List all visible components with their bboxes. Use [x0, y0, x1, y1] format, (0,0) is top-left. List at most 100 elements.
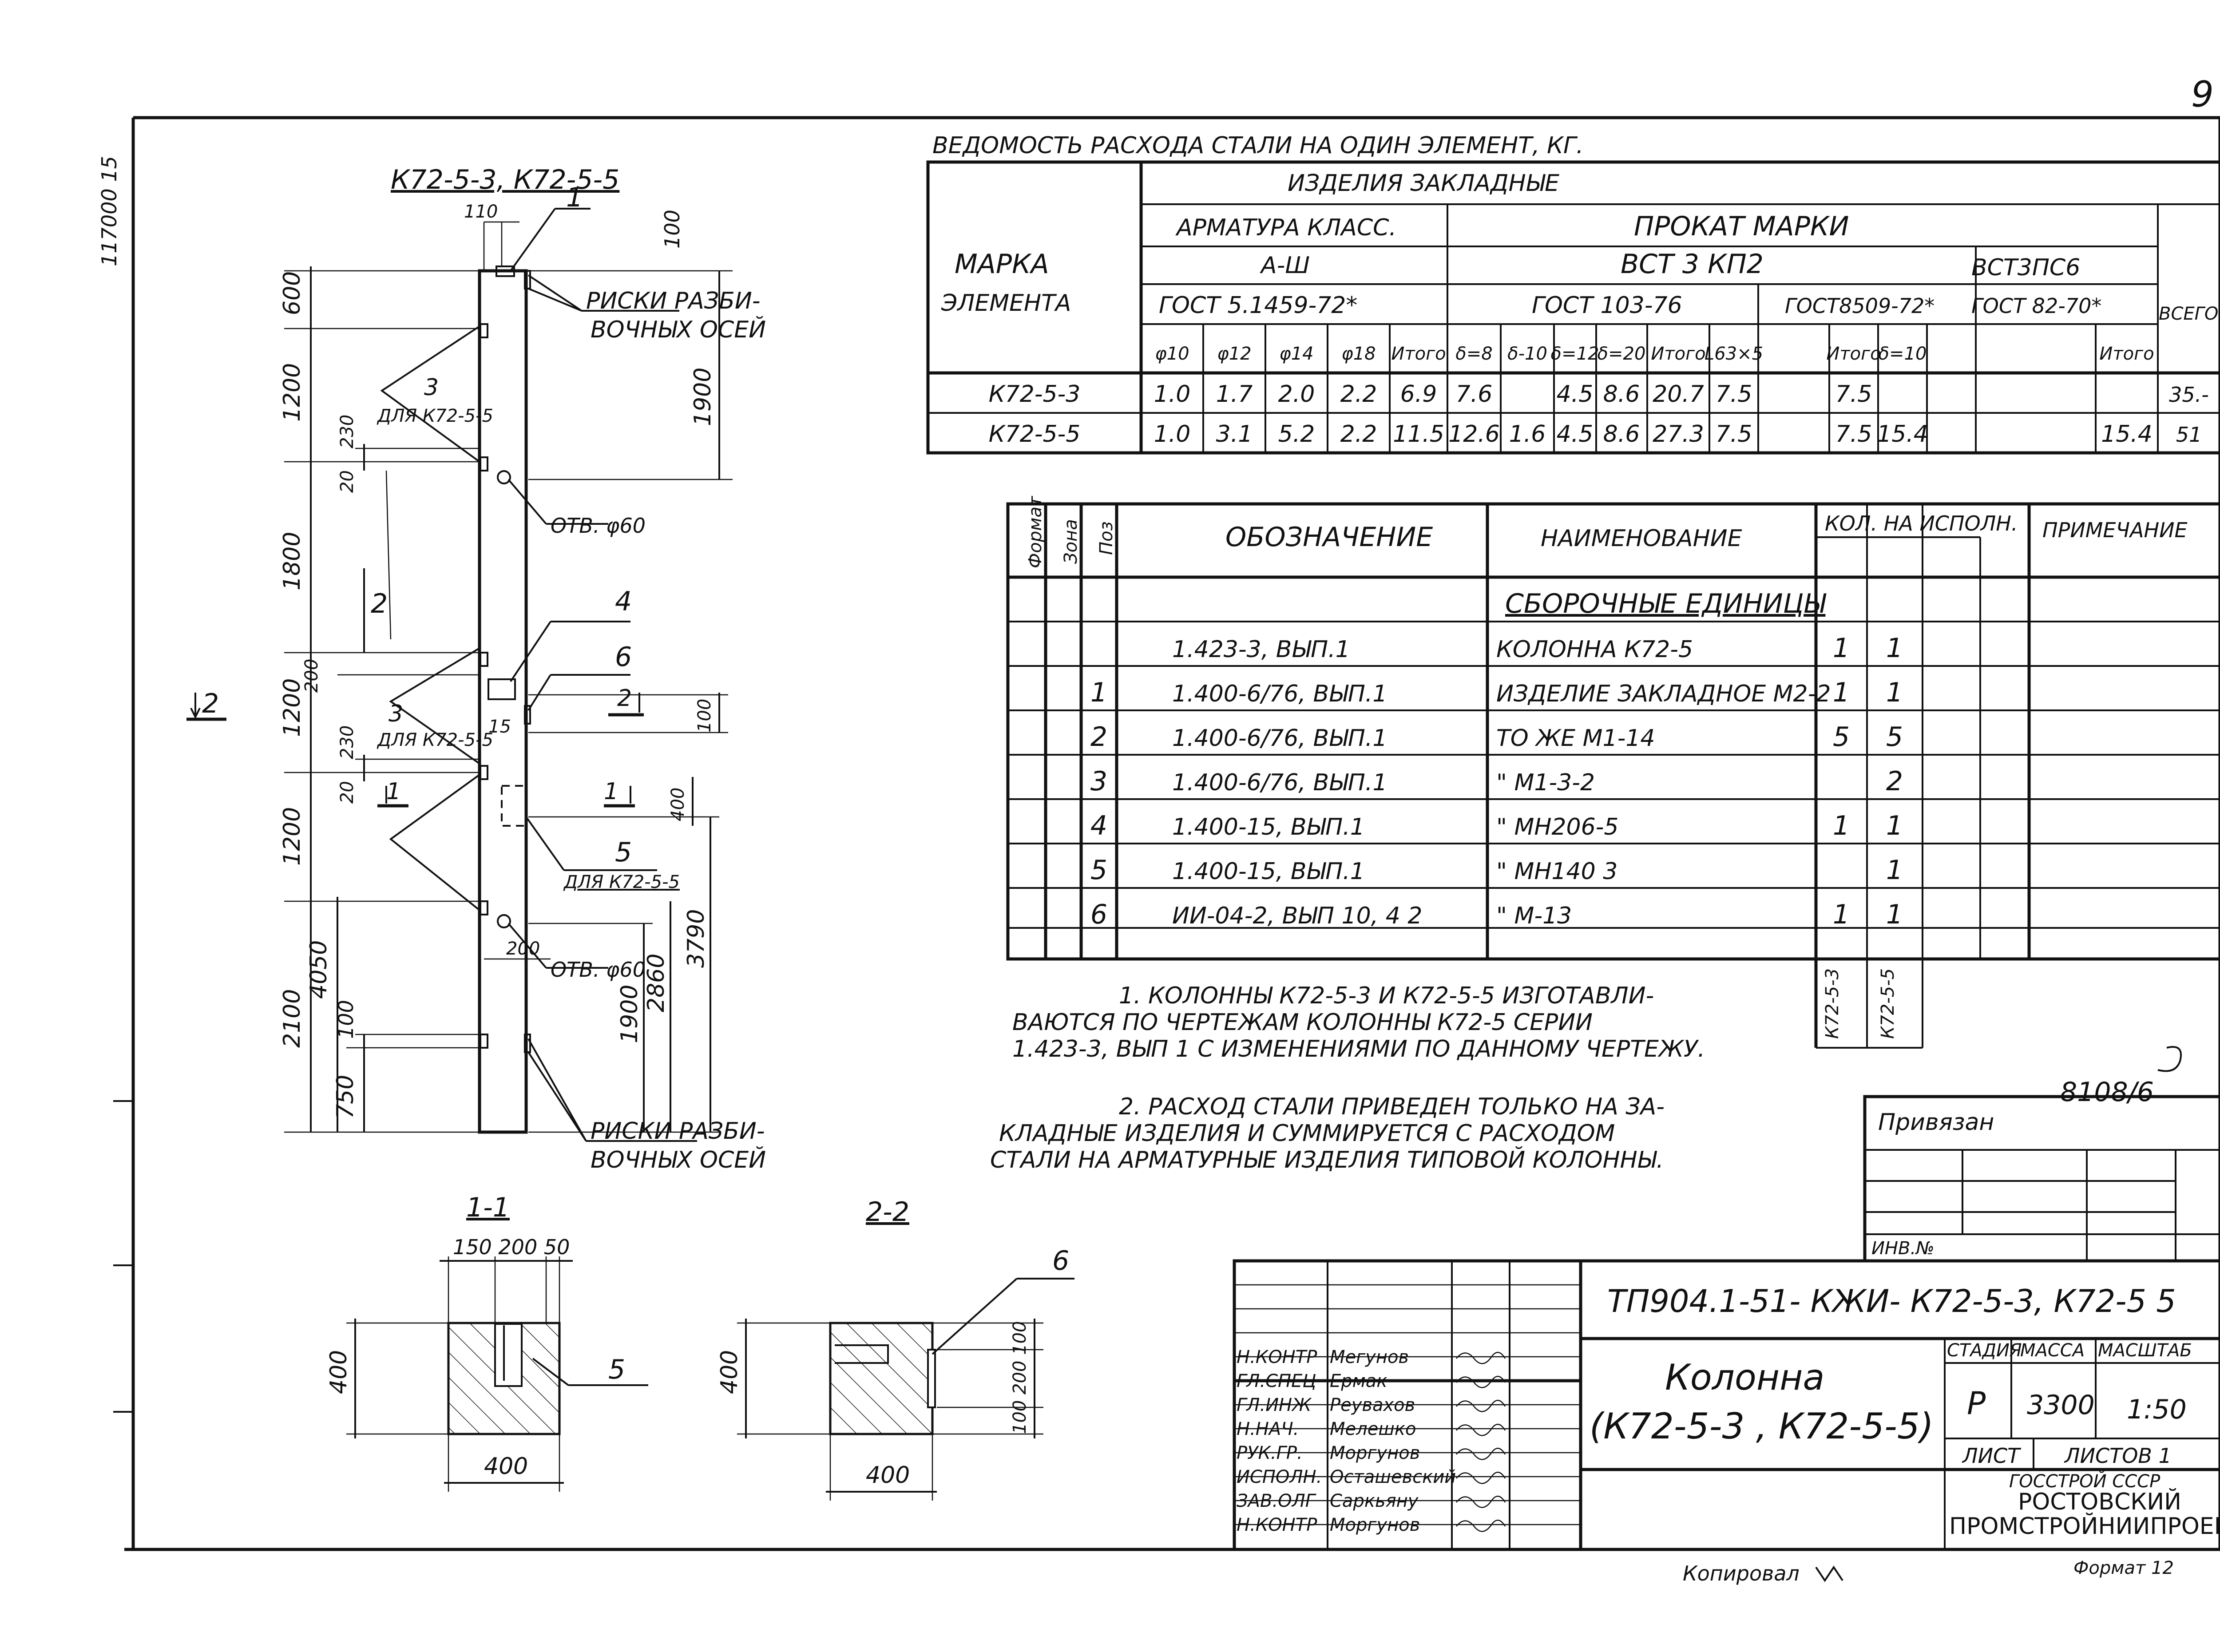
pos-label-5: 5 — [615, 837, 632, 868]
dim-20-b: 20 — [337, 781, 357, 804]
note-line-6: СТАЛИ НА АРМАТУРНЫЕ ИЗДЕЛИЯ ТИПОВОЙ КОЛО… — [990, 1146, 1664, 1173]
dim-1800: 1800 — [279, 532, 305, 590]
steel-subheader-8: δ=20 — [1598, 344, 1646, 364]
section-1-width: 400 — [484, 1453, 528, 1480]
elevation-title: К72-5-3, К72-5-5 — [391, 164, 619, 195]
signature-grid — [1233, 1260, 1582, 1549]
steel-row-0-cell-9: 20.7 — [1653, 381, 1704, 408]
spec-row-qty1-2: 5 — [1833, 721, 1850, 753]
dim-600: 600 — [279, 271, 305, 315]
steel-row-0-cell-2: 2.0 — [1278, 381, 1315, 408]
cut-label-2: 2 — [617, 685, 632, 712]
spec-row-designation-5: 1.400-15, ВЫП.1 — [1172, 858, 1365, 885]
spec-row-pos-1: 1 — [1090, 677, 1107, 708]
steel-armature-gost: ГОСТ 5.1459-72* — [1159, 292, 1357, 319]
steel-total-label: ВСЕГО — [2159, 304, 2218, 324]
steel-mark-label-2: ЭЛЕМЕНТА — [941, 290, 1071, 317]
spec-section-title: СБОРОЧНЫЕ ЕДИНИЦЫ — [1505, 588, 1827, 619]
signature-name-0: Мегунов — [1330, 1347, 1409, 1367]
signature-scribble-5 — [1456, 1472, 1506, 1484]
pos-label-4: 4 — [615, 586, 632, 617]
steel-row-0-cell-10: 7.5 — [1716, 381, 1752, 408]
steel-row-1-cell-7: 4.5 — [1557, 421, 1594, 448]
steel-row-0-cell-1: 1.7 — [1216, 381, 1253, 408]
steel-prokat-label: ПРОКАТ МАРКИ — [1634, 211, 1849, 242]
spec-table-grid — [1006, 502, 2220, 1049]
inventory-number-label: ИНВ.№ — [1871, 1238, 1935, 1259]
pos-label-6: 6 — [615, 642, 632, 673]
spec-row-qty2-1: 1 — [1886, 677, 1903, 708]
signature-name-4: Моргунов — [1330, 1443, 1420, 1463]
dim-230-a: 230 — [337, 415, 357, 448]
dim-100-mid: 100 — [694, 699, 715, 733]
handwritten-mark — [2157, 1046, 2182, 1072]
pos-label-3-bot: 3 — [388, 701, 403, 727]
section-1-title: 1-1 — [466, 1192, 510, 1223]
steel-row-1-cell-3: 2.2 — [1340, 421, 1377, 448]
copied-by: Копировал — [1683, 1561, 1800, 1585]
steel-mark-label: МАРКА — [955, 249, 1049, 280]
column-outline — [478, 269, 528, 1134]
signature-name-6: Саркьяну — [1330, 1491, 1419, 1511]
steel-subheader-5: δ=8 — [1455, 344, 1492, 364]
for-k72-label-c: ДЛЯ К72-5-5 — [563, 872, 680, 892]
signature-name-2: Реувахов — [1330, 1395, 1415, 1415]
dim-200-bottom: 200 — [506, 939, 540, 959]
steel-row-0-cell-3: 2.2 — [1340, 381, 1377, 408]
spec-row-designation-4: 1.400-15, ВЫП.1 — [1172, 814, 1365, 840]
steel-row-1-cell-9: 27.3 — [1653, 421, 1704, 448]
stage-header: СТАДИЯ — [1947, 1340, 2022, 1361]
section-2-right-dims: 100 200 100 — [1010, 1321, 1030, 1434]
signature-scribble-2 — [1456, 1400, 1506, 1412]
spec-row-designation-2: 1.400-6/76, ВЫП.1 — [1172, 725, 1387, 752]
copied-signature — [1815, 1565, 1843, 1582]
signature-rows: Н.КОНТРГЛ.СПЕЦГЛ.ИНЖН.НАЧ.РУК.ГР.ИСПОЛН.… — [1237, 1347, 1506, 1535]
dim-1900-right: 1900 — [690, 368, 716, 426]
steel-consumption-table: ВЕДОМОСТЬ РАСХОДА СТАЛИ НА ОДИН ЭЛЕМЕНТ,… — [926, 132, 2220, 455]
steel-row-1-cell-0: 1.0 — [1154, 421, 1191, 448]
dim-230-b: 230 — [337, 725, 357, 759]
dim-2860: 2860 — [643, 954, 670, 1012]
signature-name-7: Моргунов — [1330, 1515, 1420, 1535]
steel-row-mark-1: К72-5-5 — [989, 421, 1081, 448]
spec-row-designation-6: ИИ-04-2, ВЫП 10, 4 2 — [1172, 903, 1422, 929]
spec-row-qty2-6: 1 — [1886, 899, 1903, 930]
steel-subheader-9: Итого — [1651, 344, 1705, 364]
spec-col-mark-2: К72-5-5 — [1878, 968, 1898, 1039]
steel-subheader-3: φ18 — [1341, 344, 1376, 364]
spec-row-designation-0: 1.423-3, ВЫП.1 — [1172, 636, 1350, 663]
steel-grade-2: ВСТ3ПС6 — [1971, 254, 2080, 281]
stage-value: Р — [1967, 1385, 1986, 1422]
steel-row-1-cell-4: 11.5 — [1393, 421, 1444, 448]
dim-100-left: 100 — [334, 1000, 358, 1039]
steel-row-total-0: 35.- — [2169, 383, 2209, 407]
note-line-1: 1. КОЛОННЫ К72-5-3 И К72-5-5 ИЗГОТАВЛИ- — [1119, 982, 1654, 1009]
signature-name-1: Ермак — [1330, 1371, 1388, 1391]
format-label: Формат 12 — [2073, 1558, 2174, 1578]
dim-200-left: 200 — [301, 659, 322, 693]
section-1-1: 1-1 150 200 50 400 400 5 — [325, 1192, 648, 1492]
spec-row-name-3: " М1-3-2 — [1496, 769, 1595, 796]
spec-row-pos-5: 5 — [1090, 855, 1107, 886]
steel-row-0-cell-5: 7.6 — [1456, 381, 1493, 408]
spec-designation-header: ОБОЗНАЧЕНИЕ — [1225, 522, 1433, 553]
pos-label-2: 2 — [371, 588, 388, 619]
steel-subheader-7: δ=12 — [1551, 344, 1599, 364]
embedded-plates — [480, 265, 531, 1053]
steel-armature-class: А-Ш — [1260, 252, 1310, 279]
sheet-frame — [113, 116, 2220, 1551]
signature-role-4: РУК.ГР. — [1237, 1443, 1303, 1463]
cut-arrows — [186, 693, 644, 808]
spec-pos-header: Поз — [1096, 521, 1117, 555]
signature-role-2: ГЛ.ИНЖ — [1237, 1395, 1312, 1415]
signature-scribble-1 — [1456, 1376, 1506, 1388]
hole-label-bottom: ОТВ. φ60 — [551, 958, 646, 982]
spec-row-qty2-0: 1 — [1886, 633, 1903, 664]
right-dim-texts: 1900 3790 2860 1900 200 110 100 15 100 4… — [464, 202, 716, 1043]
elevation-labels: 1 2 3 3 4 5 6 ДЛЯ К72-5-5 ДЛЯ К72-5-5 ДЛ… — [202, 182, 766, 1173]
dim-15: 15 — [488, 717, 511, 737]
steel-row-1-cell-10: 7.5 — [1716, 421, 1752, 448]
signature-scribble-6 — [1456, 1496, 1506, 1508]
steel-row-1-cell-15: 15.4 — [2101, 421, 2153, 448]
section-1-height: 400 — [325, 1350, 352, 1394]
